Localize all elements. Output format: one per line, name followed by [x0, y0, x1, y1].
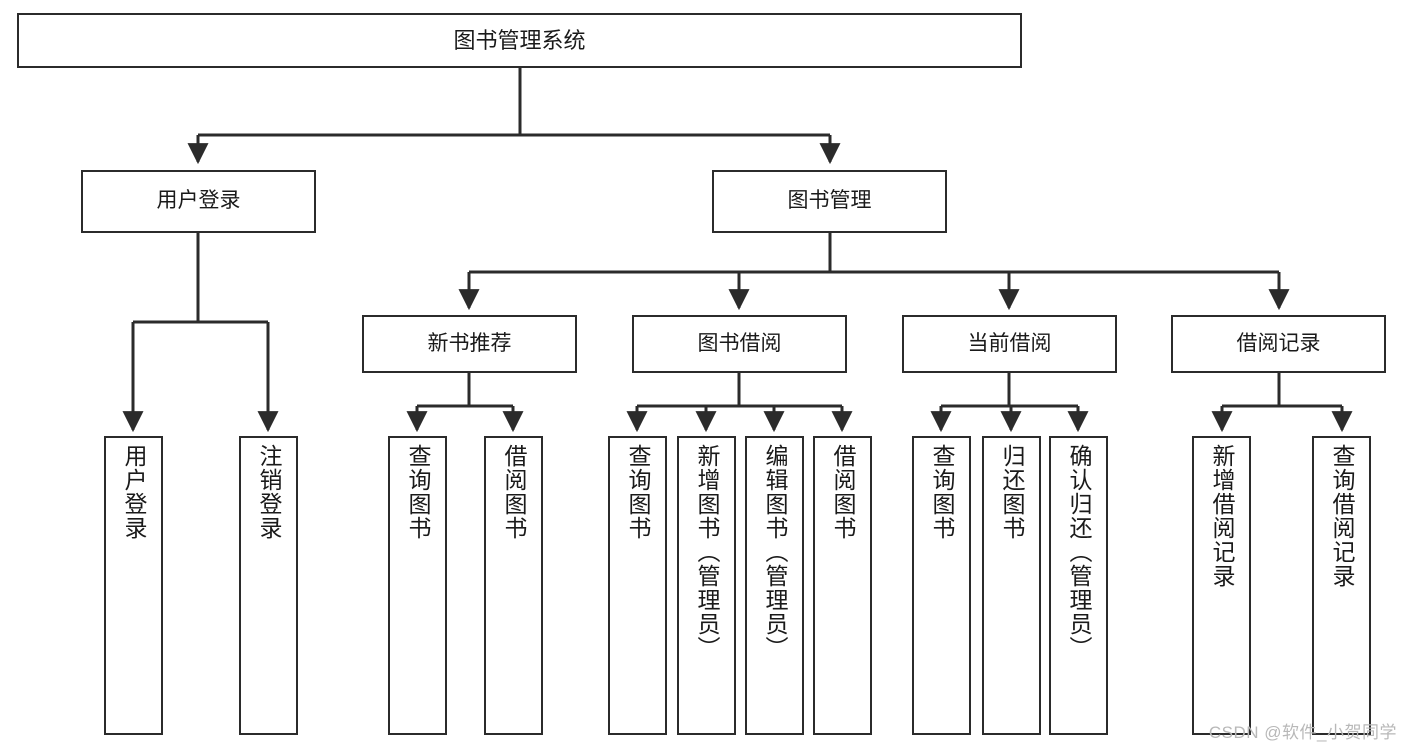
node-leaf-query-book-3[interactable]: 查询图书: [912, 436, 971, 735]
node-current-borrow-label: 当前借阅: [967, 331, 1052, 355]
node-leaf-query-book-1-label: 查询图书: [405, 444, 431, 540]
node-leaf-confirm-return-label: 确认归还（管理员）: [1066, 444, 1092, 660]
node-root[interactable]: 图书管理系统: [17, 13, 1022, 68]
node-leaf-logout-label: 注销登录: [256, 444, 282, 540]
node-leaf-query-book-3-label: 查询图书: [929, 444, 955, 540]
node-leaf-query-book-2[interactable]: 查询图书: [608, 436, 667, 735]
node-user-login-label: 用户登录: [156, 189, 241, 213]
node-leaf-query-record-label: 查询借阅记录: [1329, 444, 1355, 588]
node-leaf-logout[interactable]: 注销登录: [239, 436, 298, 735]
node-new-book-rec-label: 新书推荐: [427, 331, 512, 355]
node-root-label: 图书管理系统: [453, 27, 586, 53]
node-leaf-edit-book[interactable]: 编辑图书（管理员）: [745, 436, 804, 735]
node-leaf-borrow-book-1[interactable]: 借阅图书: [484, 436, 543, 735]
node-leaf-add-record[interactable]: 新增借阅记录: [1192, 436, 1251, 735]
node-book-manage-label: 图书管理: [787, 189, 872, 213]
node-borrow-record[interactable]: 借阅记录: [1171, 315, 1386, 373]
node-current-borrow[interactable]: 当前借阅: [902, 315, 1117, 373]
node-book-borrow[interactable]: 图书借阅: [632, 315, 847, 373]
node-leaf-confirm-return[interactable]: 确认归还（管理员）: [1049, 436, 1108, 735]
node-leaf-borrow-book-2-label: 借阅图书: [830, 444, 856, 540]
node-leaf-add-book[interactable]: 新增图书（管理员）: [677, 436, 736, 735]
node-leaf-return-book-label: 归还图书: [999, 444, 1025, 540]
node-leaf-login-label: 用户登录: [121, 444, 147, 540]
watermark-label: CSDN @软件_小贺同学: [1208, 723, 1397, 742]
node-borrow-record-label: 借阅记录: [1236, 331, 1321, 355]
node-leaf-edit-book-label: 编辑图书（管理员）: [762, 444, 788, 660]
node-leaf-login[interactable]: 用户登录: [104, 436, 163, 735]
node-leaf-return-book[interactable]: 归还图书: [982, 436, 1041, 735]
node-book-borrow-label: 图书借阅: [697, 331, 782, 355]
node-leaf-query-book-1[interactable]: 查询图书: [388, 436, 447, 735]
node-leaf-borrow-book-1-label: 借阅图书: [501, 444, 527, 540]
node-leaf-borrow-book-2[interactable]: 借阅图书: [813, 436, 872, 735]
node-leaf-add-record-label: 新增借阅记录: [1209, 444, 1235, 588]
node-leaf-add-book-label: 新增图书（管理员）: [694, 444, 720, 660]
node-book-manage[interactable]: 图书管理: [712, 170, 947, 233]
node-user-login[interactable]: 用户登录: [81, 170, 316, 233]
node-new-book-rec[interactable]: 新书推荐: [362, 315, 577, 373]
node-leaf-query-record[interactable]: 查询借阅记录: [1312, 436, 1371, 735]
node-leaf-query-book-2-label: 查询图书: [625, 444, 651, 540]
